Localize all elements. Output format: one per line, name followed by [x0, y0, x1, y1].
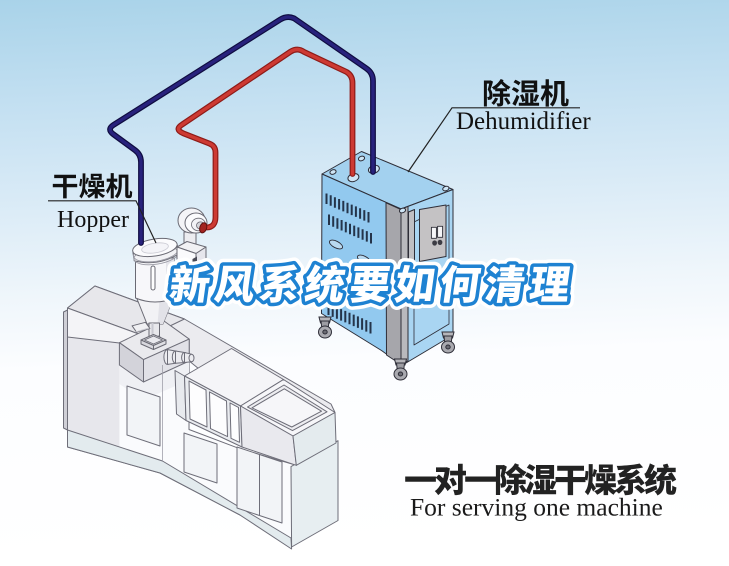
svg-text:Hopper: Hopper [57, 207, 129, 233]
svg-text:For serving one machine: For serving one machine [410, 493, 663, 522]
svg-text:Dehumidifier: Dehumidifier [456, 108, 591, 135]
